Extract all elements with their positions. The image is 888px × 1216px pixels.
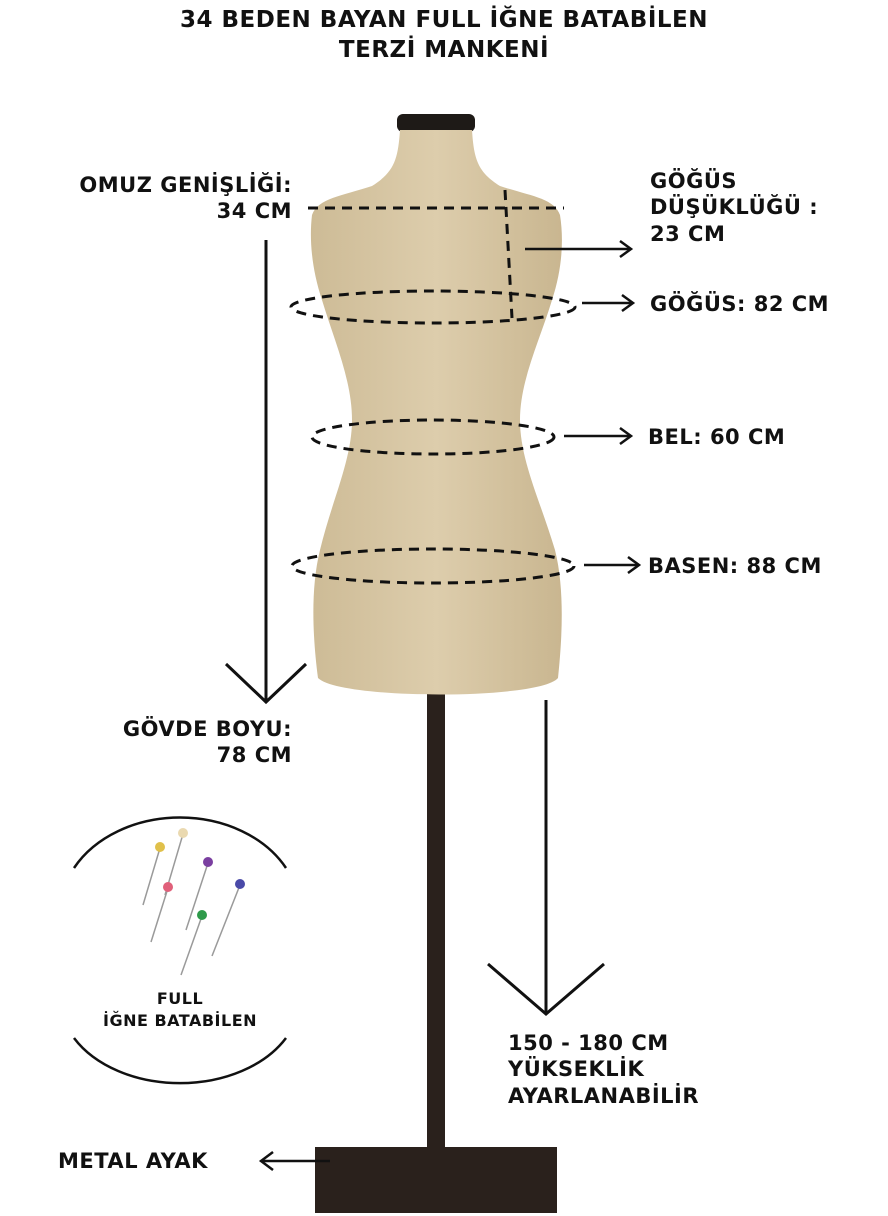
torso-length-label: GÖVDE BOYU: 78 CM	[20, 716, 292, 769]
bust-drop-dash	[503, 189, 514, 319]
waist-ellipse	[310, 418, 556, 456]
pin-head-blue	[235, 879, 245, 889]
shoulder-label-line2: 34 CM	[216, 199, 292, 224]
pins-arc-bottom	[73, 1037, 287, 1085]
waist-label: BEL: 60 CM	[648, 425, 786, 449]
hip-ellipse	[290, 547, 576, 585]
pins-caption: FULL İĞNE BATABİLEN	[80, 988, 280, 1032]
pins-group	[142, 833, 241, 976]
bust-drop-line2: DÜŞÜKLÜĞÜ :	[650, 195, 819, 220]
height-label-line2: YÜKSEKLİK	[508, 1057, 645, 1082]
height-label-line3: AYARLANABİLİR	[508, 1083, 700, 1108]
title-line-2: TERZİ MANKENİ	[338, 37, 550, 63]
height-label: 150 - 180 CM YÜKSEKLİK AYARLANABİLİR	[508, 1030, 828, 1109]
pin-head-pink	[163, 882, 173, 892]
pin-head-green	[197, 910, 207, 920]
pins-caption-line2: İĞNE BATABİLEN	[102, 1011, 258, 1030]
metal-base	[315, 1147, 557, 1213]
shoulder-width-label: OMUZ GENİŞLİĞİ: 34 CM	[20, 172, 292, 225]
pin-head-purple	[203, 857, 213, 867]
pin-head-cream	[178, 828, 188, 838]
bust-ellipse	[289, 289, 577, 325]
height-label-line1: 150 - 180 CM	[508, 1031, 669, 1055]
stand-pole	[427, 690, 445, 1152]
mannequin-torso	[310, 130, 562, 695]
bust-label: GÖĞÜS: 82 CM	[650, 292, 830, 316]
hip-label: BASEN: 88 CM	[648, 554, 822, 578]
shoulder-label-line1: OMUZ GENİŞLİĞİ:	[79, 173, 292, 197]
neck-cap	[397, 114, 475, 132]
pins-arc-top	[72, 816, 288, 869]
title-line-1: 34 BEDEN BAYAN FULL İĞNE BATABİLEN	[179, 7, 709, 33]
torso-label-line2: 78 CM	[216, 743, 292, 768]
pins-caption-line1: FULL	[156, 989, 204, 1008]
bust-drop-line3: 23 CM	[650, 221, 726, 246]
bust-drop-line1: GÖĞÜS	[650, 169, 738, 193]
metal-base-label: METAL AYAK	[58, 1149, 208, 1173]
pin-head-yellow	[155, 842, 165, 852]
bust-drop-label: GÖĞÜS DÜŞÜKLÜĞÜ : 23 CM	[650, 168, 870, 247]
torso-label-line1: GÖVDE BOYU:	[122, 717, 292, 741]
page-title: 34 BEDEN BAYAN FULL İĞNE BATABİLEN TERZİ…	[0, 5, 888, 65]
